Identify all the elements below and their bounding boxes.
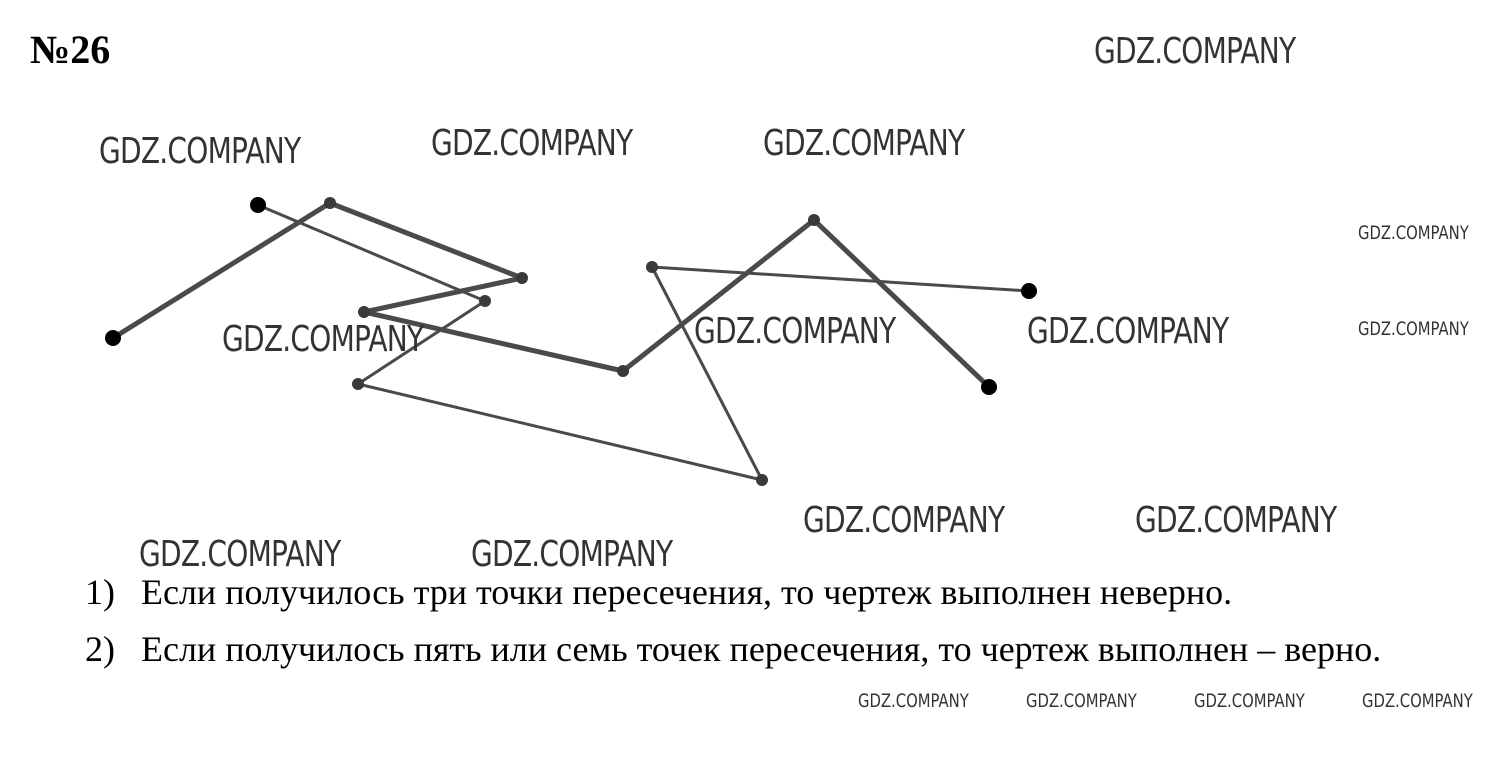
segment (361, 309, 626, 374)
endpoint (1021, 283, 1037, 299)
segment (650, 265, 1031, 293)
vertex (756, 474, 768, 486)
vertex (352, 378, 364, 390)
watermark: GDZ.COMPANY (1358, 318, 1469, 340)
item-text: Если получилось пять или семь точек пере… (141, 629, 1382, 669)
vertex (617, 365, 629, 377)
item-number: 1) (85, 572, 115, 612)
watermark: GDZ.COMPANY (1026, 690, 1137, 712)
segment (356, 382, 764, 482)
conclusion-item: 1) Если получилось три точки пересечения… (85, 564, 1485, 621)
watermark: GDZ.COMPANY (1094, 31, 1296, 72)
vertex (358, 306, 370, 318)
segment (110, 200, 333, 341)
watermark: GDZ.COMPANY (471, 534, 673, 575)
vertex (808, 214, 820, 226)
watermark: GDZ.COMPANY (1358, 222, 1469, 244)
watermark: GDZ.COMPANY (858, 690, 969, 712)
watermark: GDZ.COMPANY (1194, 690, 1305, 712)
watermark: GDZ.COMPANY (763, 123, 965, 164)
endpoint (250, 197, 266, 213)
watermark: GDZ.COMPANY (1027, 311, 1229, 352)
item-number: 2) (85, 629, 115, 669)
endpoint (105, 330, 121, 346)
item-text: Если получилось три точки пересечения, т… (141, 572, 1233, 612)
endpoint (981, 379, 997, 395)
segment (256, 203, 487, 303)
segment (356, 299, 487, 386)
vertex (516, 272, 528, 284)
watermark: GDZ.COMPANY (1135, 500, 1337, 541)
watermark: GDZ.COMPANY (694, 311, 896, 352)
watermark: GDZ.COMPANY (139, 534, 341, 575)
segment (811, 217, 992, 390)
vertex (479, 295, 491, 307)
watermark: GDZ.COMPANY (222, 319, 424, 360)
segment (620, 217, 817, 374)
conclusions-list: 1) Если получилось три точки пересечения… (85, 564, 1485, 678)
segment (650, 265, 764, 482)
problem-number: №26 (30, 27, 111, 72)
watermark: GDZ.COMPANY (1362, 690, 1473, 712)
watermark: GDZ.COMPANY (431, 123, 633, 164)
vertex (324, 197, 336, 209)
segment (361, 275, 525, 315)
watermark: GDZ.COMPANY (803, 500, 1005, 541)
vertex (646, 261, 658, 273)
segment (327, 200, 525, 281)
watermark: GDZ.COMPANY (99, 131, 301, 172)
conclusion-item: 2) Если получилось пять или семь точек п… (85, 621, 1485, 678)
